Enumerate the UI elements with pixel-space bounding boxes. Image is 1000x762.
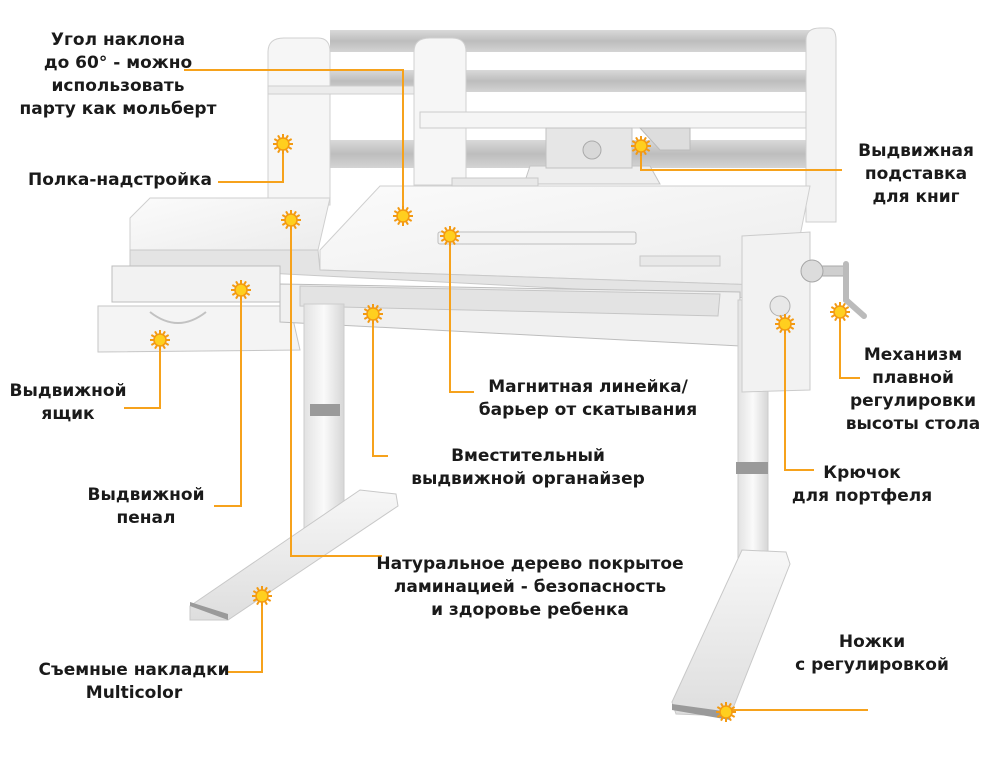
side-drawer-body — [97, 305, 301, 353]
callout-top-shelf: Полка-надстройка — [27, 170, 213, 190]
marker-tilt-angle — [393, 206, 413, 226]
marker-organizer — [363, 304, 383, 324]
desk-top-fixed-part — [129, 197, 331, 251]
leader-line-pads — [226, 598, 263, 673]
drawer-handle-cutout — [149, 311, 207, 324]
marker-pads — [252, 586, 272, 606]
crank-hub — [800, 259, 824, 283]
left-leg-collar — [310, 404, 340, 416]
marker-bag-hook — [775, 314, 795, 334]
leader-line-natural-wood — [290, 222, 382, 557]
marker-natural-wood — [281, 210, 301, 230]
control-strip — [451, 177, 539, 187]
hutch-right-side — [805, 27, 837, 223]
right-foot — [671, 549, 791, 717]
callout-magnetic-ruler: Магнитная линейка/барьер от скатывания — [478, 377, 698, 420]
hutch-small-shelf — [267, 85, 415, 95]
leader-line-organizer — [372, 316, 388, 457]
leader-line-tilt-angle — [184, 69, 404, 214]
marker-top-shelf — [273, 134, 293, 154]
crank-handle — [843, 261, 867, 319]
leader-line-side-drawer — [124, 342, 161, 409]
desk-top — [129, 177, 811, 301]
leader-line-height-mechanism — [839, 314, 860, 379]
marker-legs — [716, 702, 736, 722]
marker-height-mechanism — [830, 302, 850, 322]
hutch-long-shelf — [419, 111, 807, 129]
leader-line-pencil-case — [214, 292, 242, 507]
marker-book-stand — [631, 136, 651, 156]
book-stand — [523, 127, 661, 185]
feature-markers — [150, 134, 850, 722]
hutch-back-panel-top — [330, 30, 810, 52]
shelf-bracket — [638, 127, 691, 151]
callout-leader-lines — [124, 69, 868, 711]
marker-magnetic-ruler — [440, 226, 460, 246]
magnetic-ruler — [437, 231, 637, 245]
hutch-left-side — [267, 37, 331, 206]
drawers — [97, 265, 741, 353]
bag-hook — [769, 295, 791, 317]
pencil-case-drawer — [111, 265, 281, 303]
right-foot-pad — [672, 704, 730, 720]
marker-side-drawer — [150, 330, 170, 350]
leader-line-bag-hook — [784, 326, 814, 471]
marker-pencil-case — [231, 280, 251, 300]
leader-line-magnetic-ruler — [449, 238, 474, 393]
button-strip — [639, 255, 721, 267]
leader-line-top-shelf — [218, 146, 284, 183]
left-foot-pad — [190, 602, 228, 620]
organizer-tray — [299, 285, 721, 317]
right-leg-collar — [736, 462, 768, 474]
